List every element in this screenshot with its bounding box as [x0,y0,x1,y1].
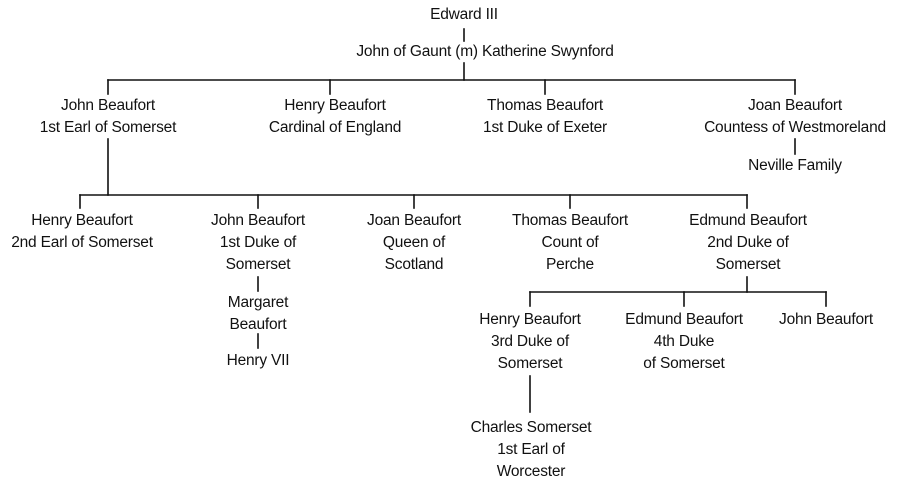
node-joan-beaufort-scotland-line-2: Queen of [382,234,446,251]
node-charles-somerset-line-2: 1st Earl of [497,441,565,458]
node-neville-family-line-1: Neville Family [748,157,842,174]
node-margaret-beaufort-line-2: Beaufort [229,316,287,333]
node-john-beaufort-youngest: John Beaufort [779,309,873,331]
node-joan-beaufort-westmoreland: Joan Beaufort Countess of Westmoreland [704,95,886,139]
node-thomas-beaufort-perche: Thomas Beaufort Count of Perche [512,210,628,276]
node-john-of-gaunt-line-1: John of Gaunt (m) Katherine Swynford [356,43,614,60]
node-joan-beaufort-scotland: Joan Beaufort Queen of Scotland [367,210,461,276]
node-charles-somerset-line-3: Worcester [496,463,566,480]
node-edmund-beaufort-2nd-duke-line-1: Edmund Beaufort [689,212,807,229]
node-henry-beaufort-cardinal-line-2: Cardinal of England [268,119,402,136]
node-edmund-beaufort-4th-duke-line-3: of Somerset [643,355,725,372]
node-edmund-beaufort-4th-duke: Edmund Beaufort 4th Duke of Somerset [625,309,743,375]
node-margaret-beaufort: Margaret Beaufort [227,292,289,336]
node-edmund-beaufort-4th-duke-line-2: 4th Duke [653,333,715,350]
node-henry-beaufort-cardinal: Henry Beaufort Cardinal of England [268,95,402,139]
node-joan-beaufort-scotland-line-1: Joan Beaufort [367,212,461,229]
node-edmund-beaufort-2nd-duke-line-3: Somerset [715,256,781,273]
node-margaret-beaufort-line-1: Margaret [227,294,289,311]
node-john-beaufort-1st-duke-line-1: John Beaufort [211,212,305,229]
node-henry-beaufort-2nd-earl-line-1: Henry Beaufort [31,212,133,229]
node-john-beaufort-1st-duke-line-2: 1st Duke of [219,234,297,251]
node-john-beaufort-1st-duke: John Beaufort 1st Duke of Somerset [211,210,305,276]
node-charles-somerset: Charles Somerset 1st Earl of Worcester [471,417,592,483]
node-joan-beaufort-westmoreland-line-2: Countess of Westmoreland [704,119,886,136]
node-henry-vii: Henry VII [227,350,290,372]
node-joan-beaufort-scotland-line-3: Scotland [384,256,444,273]
node-henry-beaufort-cardinal-line-1: Henry Beaufort [284,97,386,114]
node-henry-vii-line-1: Henry VII [226,352,290,369]
node-john-of-gaunt: John of Gaunt (m) Katherine Swynford [356,41,613,63]
node-john-beaufort-youngest-line-1: John Beaufort [779,311,873,328]
node-edmund-beaufort-4th-duke-line-1: Edmund Beaufort [625,311,743,328]
node-thomas-beaufort-perche-line-2: Count of [541,234,599,251]
node-john-beaufort-1st-earl-line-2: 1st Earl of Somerset [39,119,177,136]
node-henry-beaufort-3rd-duke-line-1: Henry Beaufort [479,311,581,328]
node-joan-beaufort-westmoreland-line-1: Joan Beaufort [748,97,842,114]
node-edward-iii: Edward III [430,4,498,26]
node-john-beaufort-1st-duke-line-3: Somerset [225,256,291,273]
node-henry-beaufort-3rd-duke: Henry Beaufort 3rd Duke of Somerset [479,309,581,375]
node-edmund-beaufort-2nd-duke: Edmund Beaufort 2nd Duke of Somerset [689,210,807,276]
node-henry-beaufort-3rd-duke-line-3: Somerset [497,355,563,372]
node-edmund-beaufort-2nd-duke-line-2: 2nd Duke of [707,234,789,251]
node-thomas-beaufort-perche-line-1: Thomas Beaufort [512,212,628,229]
node-thomas-beaufort-exeter: Thomas Beaufort 1st Duke of Exeter [483,95,607,139]
node-neville-family: Neville Family [748,155,842,177]
node-henry-beaufort-2nd-earl-line-2: 2nd Earl of Somerset [11,234,153,251]
node-john-beaufort-1st-earl-line-1: John Beaufort [61,97,155,114]
node-henry-beaufort-3rd-duke-line-2: 3rd Duke of [491,333,569,350]
node-thomas-beaufort-exeter-line-2: 1st Duke of Exeter [483,119,607,136]
node-thomas-beaufort-perche-line-3: Perche [546,256,594,273]
node-henry-beaufort-2nd-earl: Henry Beaufort 2nd Earl of Somerset [11,210,153,254]
node-john-beaufort-1st-earl: John Beaufort 1st Earl of Somerset [39,95,177,139]
node-edward-iii-line-1: Edward III [430,6,498,23]
node-thomas-beaufort-exeter-line-1: Thomas Beaufort [487,97,603,114]
node-charles-somerset-line-1: Charles Somerset [470,419,592,436]
